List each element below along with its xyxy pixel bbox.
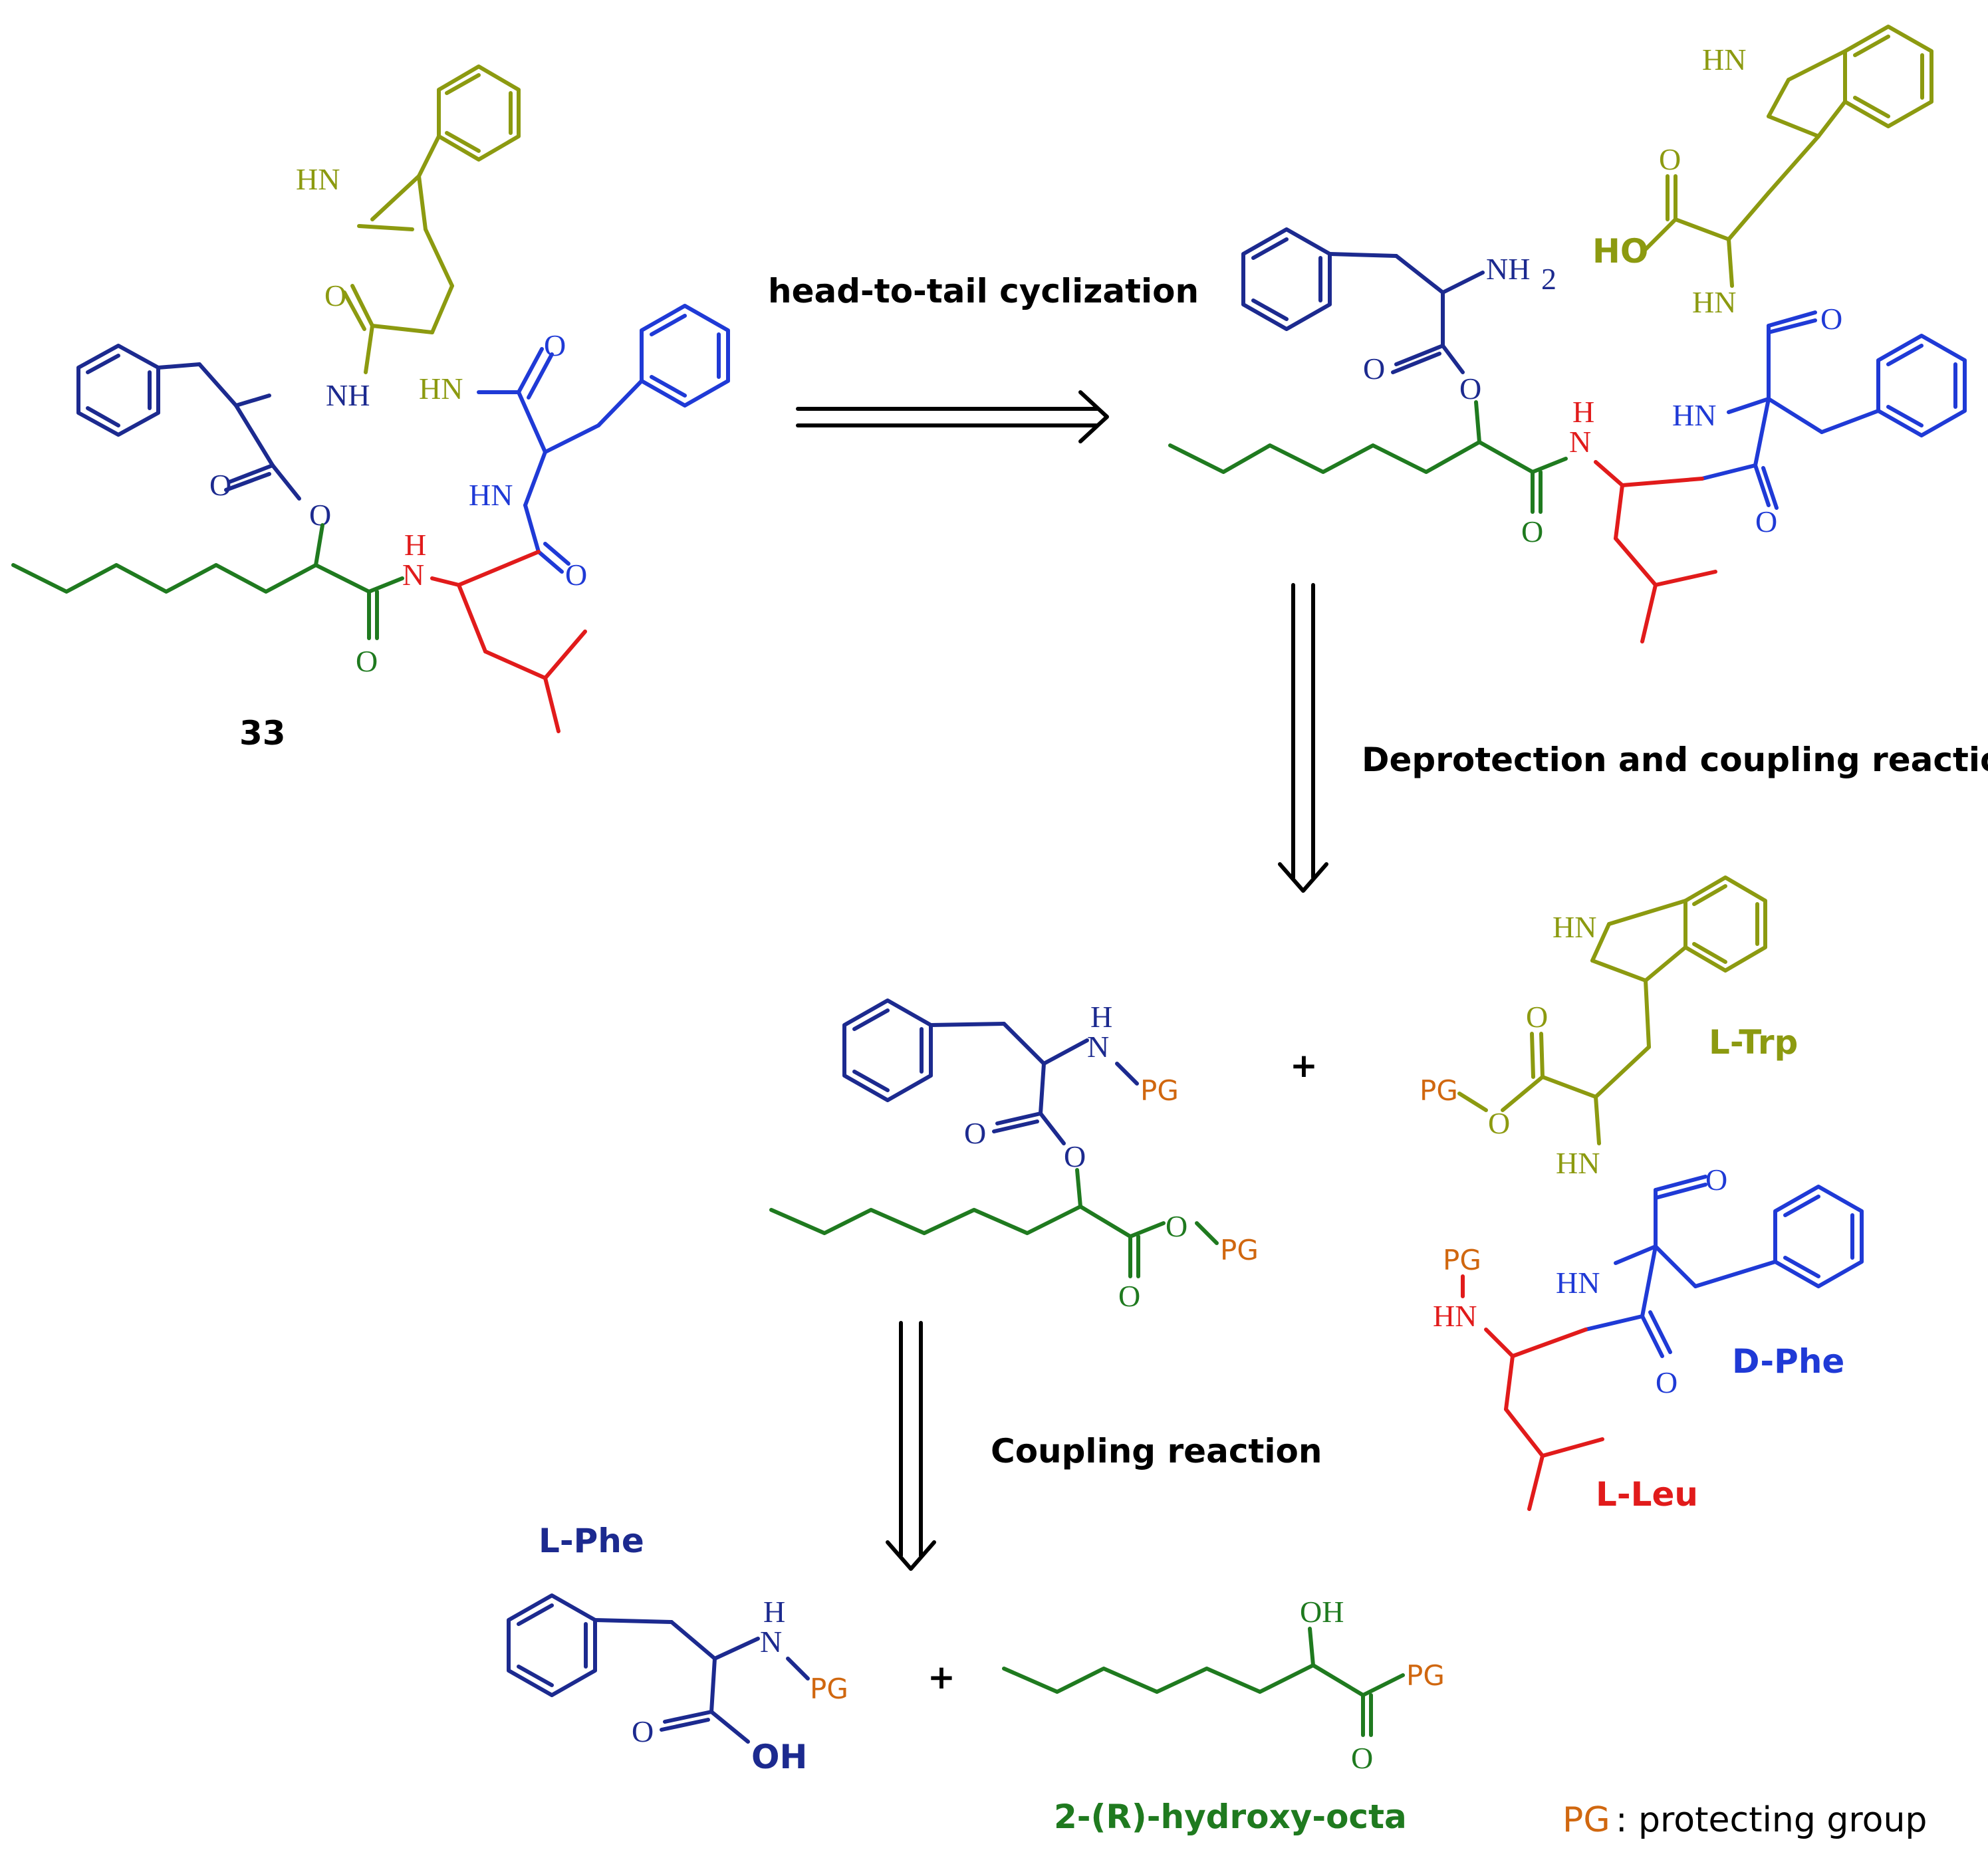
trp-indole-hn-3: HN [1553, 910, 1596, 944]
legend-pg-abbr: PG [1562, 1800, 1610, 1840]
compound-33: NH O O HN O HN [11, 64, 730, 753]
leu-h: H [404, 528, 426, 562]
ester-o-4: O [1166, 1209, 1187, 1243]
dphe-hn-2: HN [1672, 398, 1716, 432]
trp-indole-hn-2: HN [1702, 43, 1746, 76]
hydroxy-oh: OH [1300, 1595, 1344, 1629]
trp-acid-ho: HO [1592, 232, 1648, 271]
ester-o-3: O [1064, 1139, 1086, 1173]
pg-hydroxy-ester: PG [1220, 1234, 1259, 1266]
l-phe-carbonyl-o: O [632, 1714, 654, 1748]
label-l-leu: L-Leu [1596, 1475, 1698, 1514]
legend-pg-text: : protecting group [1616, 1800, 1927, 1840]
plus-sign-1: + [1290, 1046, 1318, 1085]
label-l-phe: L-Phe [539, 1522, 644, 1560]
trp-carbonyl-o: O [324, 279, 346, 312]
pg-phe-n: PG [1140, 1074, 1179, 1107]
pg-hydroxy-acid: PG [1406, 1659, 1445, 1692]
phe-nh2-sub: 2 [1541, 262, 1556, 296]
trp-indole-hn: HN [296, 162, 340, 196]
pg-leu-n: PG [1443, 1244, 1481, 1276]
step3-label: Coupling reaction [991, 1432, 1322, 1470]
label-l-trp: L-Trp [1709, 1023, 1798, 1062]
trp-hn-3: HN [1556, 1146, 1600, 1180]
dphe-carbonyl-o-3: O [1705, 1163, 1727, 1197]
ester-o: O [309, 498, 331, 532]
phe-h-3: H [1090, 1000, 1112, 1034]
building-block-hydroxy-acid: OH O 2-(R)-hydroxy-octa PG [1002, 1595, 1445, 1836]
leu-hn-3: HN [1433, 1299, 1477, 1333]
label-d-phe: D-Phe [1732, 1342, 1844, 1381]
pg-trp-o: PG [1420, 1074, 1458, 1107]
trp-acid-o: O [1659, 142, 1681, 176]
plus-sign-2: + [928, 1658, 955, 1696]
leu-n: N [402, 558, 424, 592]
trp-hn: HN [419, 372, 463, 406]
retro-arrow-2 [1278, 583, 1328, 893]
phe-n-3: N [1087, 1030, 1109, 1064]
pg-l-phe-n: PG [810, 1673, 848, 1705]
phe-carbonyl-o: O [209, 468, 231, 502]
l-phe-oh: OH [751, 1738, 807, 1776]
hydroxy-carbonyl-o-4: O [1351, 1741, 1373, 1775]
leu-h-2: H [1572, 395, 1594, 429]
linear-precursor: NH 2 O O HN O HO HN [1168, 25, 1967, 643]
step1-label: head-to-tail cyclization [768, 272, 1199, 310]
dphe-amide-o-2: O [1755, 505, 1777, 538]
fragment-tripeptide: HN O O HN L-Trp PG D-Phe O HN [1420, 875, 1864, 1514]
dphe-hn-3: HN [1556, 1266, 1600, 1300]
l-phe-n: N [760, 1625, 782, 1659]
label-hydroxy-acid: 2-(R)-hydroxy-octa [1054, 1798, 1407, 1836]
l-phe-h: H [763, 1595, 785, 1629]
dphe-carbonyl-o: O [544, 328, 566, 362]
leu-n-2: N [1569, 425, 1591, 459]
retro-arrow-1 [796, 390, 1109, 443]
step2-label: Deprotection and coupling reaction [1362, 741, 1988, 779]
hydroxy-carbonyl-o: O [356, 644, 378, 678]
phe-nh: NH [326, 378, 370, 412]
dphe-amide-o: O [565, 558, 587, 592]
building-block-l-phe: L-Phe H N O OH PG [507, 1522, 848, 1776]
ester-o-2: O [1459, 372, 1481, 406]
fragment-phe-ester: H N O O PG O O PG [769, 998, 1259, 1313]
dphe-carbonyl-o-2: O [1820, 302, 1842, 336]
dphe-hn: HN [469, 478, 513, 512]
phe-carbonyl-o-3: O [964, 1116, 986, 1150]
trp-ester-link-o: O [1488, 1106, 1510, 1140]
hydroxy-carbonyl-o-2: O [1521, 515, 1543, 548]
trp-ester-o: O [1526, 1000, 1548, 1034]
dphe-amide-o-3: O [1656, 1365, 1677, 1399]
compound-number: 33 [239, 714, 286, 753]
phe-carbonyl-o-2: O [1363, 352, 1385, 386]
legend: PG : protecting group [1562, 1800, 1927, 1840]
retro-arrow-3 [886, 1321, 936, 1571]
trp-hn-2: HN [1692, 285, 1736, 319]
hydroxy-carbonyl-o-3: O [1118, 1279, 1140, 1313]
phe-nh2: NH [1486, 252, 1530, 286]
